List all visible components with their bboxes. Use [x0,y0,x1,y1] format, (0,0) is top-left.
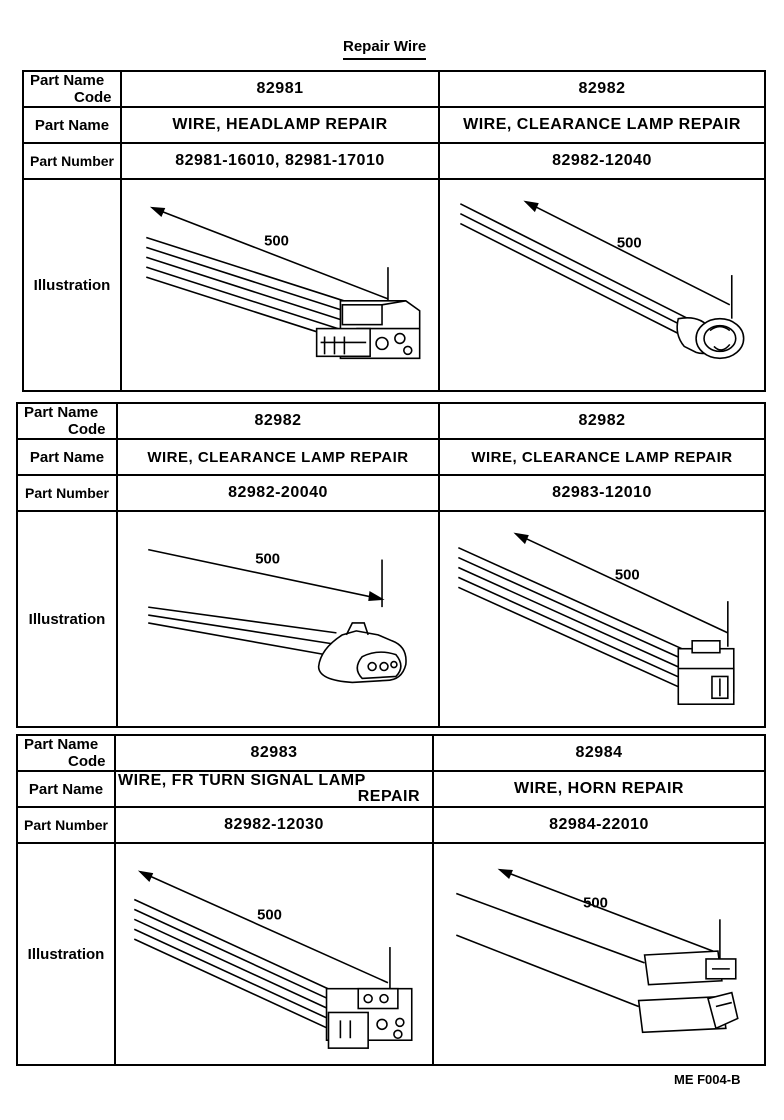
part-name-cell: WIRE, CLEARANCE LAMP REPAIR [438,438,766,476]
turn-signal-wire-illustration: 500 [133,870,413,1049]
part-code-cell: 82982 [438,70,766,108]
dimension-label: 500 [257,907,282,923]
dimension-label: 500 [583,895,608,911]
part-code-cell: 82982 [438,402,766,440]
illustration-cell: 500 [114,842,434,1066]
page-title: Repair Wire [343,38,427,60]
part-name-line-1: WIRE, FR TURN SIGNAL LAMP [118,772,366,789]
illustration-label: Illustration [22,178,122,392]
dimension-label: 500 [617,235,642,251]
dimension-label: 500 [264,233,289,249]
illustration-label: Illustration [16,510,118,728]
part-name-cell: WIRE, FR TURN SIGNAL LAMP REPAIR [114,770,434,808]
part-name-cell: WIRE, CLEARANCE LAMP REPAIR [438,106,766,144]
part-name-cell: WIRE, HEADLAMP REPAIR [120,106,440,144]
part-number-label: Part Number [16,474,118,512]
part-number-cell: 82981-16010, 82981-17010 [120,142,440,180]
part-name-label: Part Name [22,106,122,144]
part-code-cell: 82982 [116,402,440,440]
part-name-label: Part Name [16,770,116,808]
part-number-cell: 82984-22010 [432,806,766,844]
illustration-cell: 500 [438,510,766,728]
part-number-cell: 82982-12030 [114,806,434,844]
horn-wire-illustration: 500 [456,868,739,1034]
part-code-cell: 82981 [120,70,440,108]
part-code-cell: 82983 [114,734,434,772]
illustration-cell: 500 [438,178,766,392]
headlamp-wire-illustration: 500 [146,206,421,360]
clearance-lamp-wire-illustration: 500 [459,200,745,360]
part-code-cell: 82984 [432,734,766,772]
part-name-cell: WIRE, CLEARANCE LAMP REPAIR [116,438,440,476]
part-number-label: Part Number [16,806,116,844]
part-name-line-2: REPAIR [357,788,420,805]
part-number-cell: 82983-12010 [438,474,766,512]
part-name-cell: WIRE, HORN REPAIR [432,770,766,808]
illustration-cell: 500 [432,842,766,1066]
part-number-cell: 82982-12040 [438,142,766,180]
clearance-lamp-wire-illustration: 500 [148,548,407,684]
part-name-label: Part Name [16,438,118,476]
figure-code: ME F004-B [674,1072,741,1087]
dimension-label: 500 [615,567,640,583]
clearance-lamp-wire-illustration: 500 [458,532,735,705]
dimension-label: 500 [255,552,280,568]
illustration-label: Illustration [16,842,116,1066]
part-number-label: Part Number [22,142,122,180]
illustration-cell: 500 [120,178,440,392]
part-number-cell: 82982-20040 [116,474,440,512]
illustration-cell: 500 [116,510,440,728]
